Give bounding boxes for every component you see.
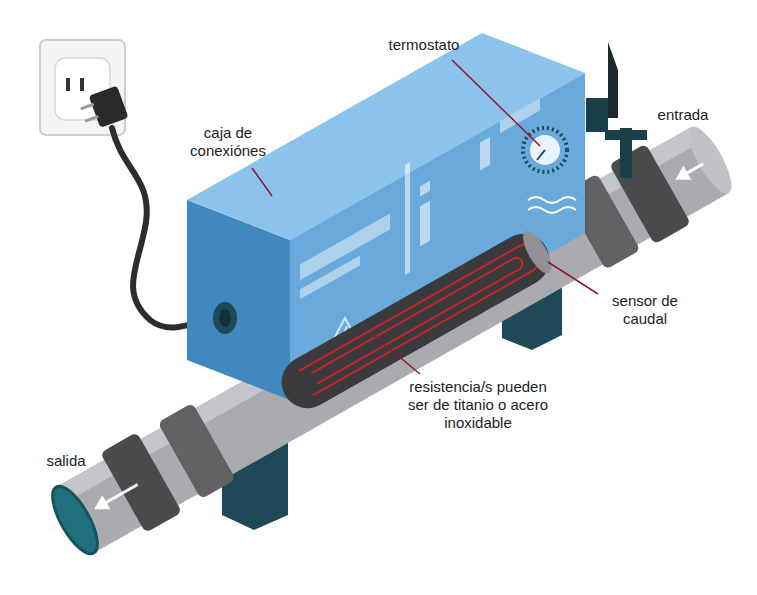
leader-line (548, 262, 598, 294)
part-label: caja de conexiónes (178, 124, 278, 160)
cable-grommet (213, 302, 237, 334)
pipe-collar (158, 403, 236, 499)
panel-line (405, 162, 410, 275)
panel-strip (420, 201, 430, 247)
pipe-end (681, 121, 739, 199)
panel-strip (480, 137, 490, 171)
plug-prong (80, 103, 94, 111)
flow-arrow (101, 484, 138, 505)
valve-handle (605, 130, 647, 140)
plug-prong (85, 115, 99, 123)
part-label: entrada (638, 106, 728, 124)
leader-line (252, 168, 272, 196)
part-label: termostato (364, 36, 484, 54)
cable-grommet (219, 309, 231, 327)
connector-block (586, 98, 608, 132)
part-label: resistencia/s pueden ser de titanio o ac… (403, 378, 553, 432)
flow-arrowhead (671, 166, 691, 187)
flow-arrowhead (90, 495, 110, 516)
leader-line (372, 334, 420, 374)
part-label: sensor de caudal (598, 292, 693, 328)
part-label: salida (26, 452, 106, 470)
thermostat-dial (530, 135, 560, 165)
flow-sensor (518, 227, 557, 278)
probe (608, 42, 618, 118)
heat-symbol (528, 197, 576, 213)
dial-ticks (523, 128, 567, 172)
panel-strip (500, 99, 540, 134)
outlet-end (44, 480, 106, 560)
pipe-collar (100, 432, 182, 533)
panel-strip (300, 255, 360, 299)
leader-line (452, 60, 540, 146)
box-front (290, 73, 585, 400)
outlet-slot (66, 78, 70, 91)
plug (77, 86, 128, 132)
panel-square (420, 181, 430, 197)
heating-element (299, 240, 544, 396)
plug-body (89, 86, 129, 128)
dial-pointer (537, 150, 545, 160)
outlet-slot (80, 78, 84, 91)
